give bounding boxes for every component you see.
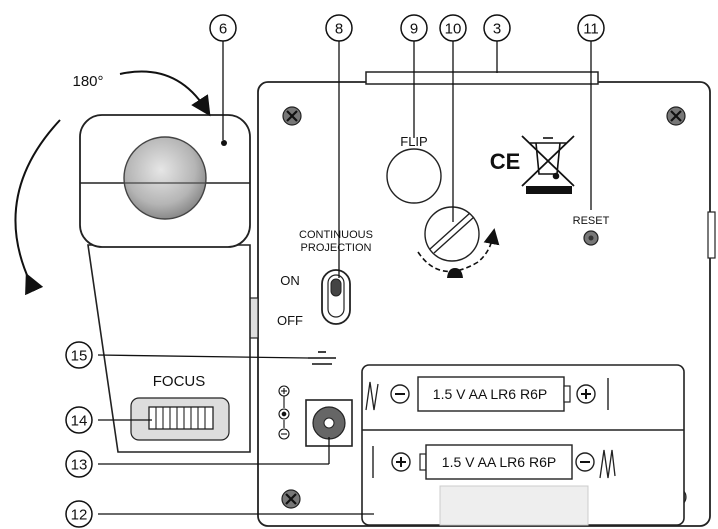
- minus-terminal-icon: [390, 384, 410, 404]
- battery-1-nub: [563, 385, 571, 403]
- on-label: ON: [280, 273, 300, 288]
- spring-icon: [365, 381, 379, 411]
- plus-terminal-icon: [576, 384, 596, 404]
- side-tab: [707, 211, 716, 259]
- continuous-label-2: PROJECTION: [301, 242, 372, 254]
- indicator-dot: [221, 140, 227, 146]
- rotation-arc-arrow: [119, 70, 211, 117]
- callout-number: 15: [71, 348, 88, 365]
- battery-1: [417, 376, 565, 412]
- callout-10: 10: [439, 14, 467, 42]
- flip-label: FLIP: [400, 134, 427, 149]
- callout-3: 3: [483, 14, 511, 42]
- continuous-label-1: CONTINUOUS: [299, 229, 373, 241]
- battery-2: [425, 444, 573, 480]
- projection-lens: [123, 136, 207, 220]
- callout-12: 12: [65, 500, 93, 528]
- minus-terminal-icon: [575, 452, 595, 472]
- callout-9: 9: [400, 14, 428, 42]
- callout-number: 14: [71, 413, 88, 430]
- reset-label: RESET: [573, 215, 610, 227]
- flip-button[interactable]: [386, 148, 442, 204]
- focus-label: FOCUS: [153, 373, 206, 390]
- top-ridge: [365, 71, 599, 85]
- callout-number: 12: [71, 507, 88, 524]
- callout-14: 14: [65, 406, 93, 434]
- callout-11: 11: [577, 14, 605, 42]
- bell-icon: [447, 268, 463, 278]
- screw-icon: [281, 489, 301, 509]
- rotation-label: 180°: [72, 73, 103, 90]
- ce-mark: CE: [490, 149, 521, 174]
- continuous-projection-switch[interactable]: [321, 269, 351, 325]
- rotation-arc-arrow: [14, 119, 61, 296]
- callout-number: 13: [71, 457, 88, 474]
- weee-bin-icon: [521, 135, 575, 187]
- battery-cover-tab: [439, 485, 589, 526]
- callout-number: 11: [583, 21, 599, 38]
- callout-number: 9: [410, 21, 418, 38]
- weee-bar: [526, 186, 572, 194]
- focus-bracket-icon: [308, 351, 336, 365]
- callout-13: 13: [65, 450, 93, 478]
- rotation-arrow: [417, 228, 500, 273]
- screw-icon: [666, 106, 686, 126]
- battery-1-label: 1.5 V AA LR6 R6P: [433, 386, 547, 402]
- focus-wheel[interactable]: [148, 406, 214, 430]
- battery-2-label: 1.5 V AA LR6 R6P: [442, 454, 556, 470]
- polarity-icon: [278, 385, 290, 440]
- callout-8: 8: [325, 14, 353, 42]
- rotation-knob[interactable]: [424, 206, 480, 262]
- callout-15: 15: [65, 341, 93, 369]
- callout-6: 6: [209, 14, 237, 42]
- plus-terminal-icon: [391, 452, 411, 472]
- dc-input-jack[interactable]: [305, 399, 353, 447]
- battery-2-nub: [419, 453, 427, 471]
- leader-lines: [97, 40, 592, 515]
- callout-number: 3: [493, 21, 501, 38]
- spring-icon: [599, 449, 616, 479]
- callout-number: 10: [445, 21, 462, 38]
- callout-number: 6: [219, 21, 227, 38]
- screw-icon: [282, 106, 302, 126]
- callout-number: 8: [335, 21, 343, 38]
- off-label: OFF: [277, 313, 303, 328]
- reset-button[interactable]: [583, 230, 599, 246]
